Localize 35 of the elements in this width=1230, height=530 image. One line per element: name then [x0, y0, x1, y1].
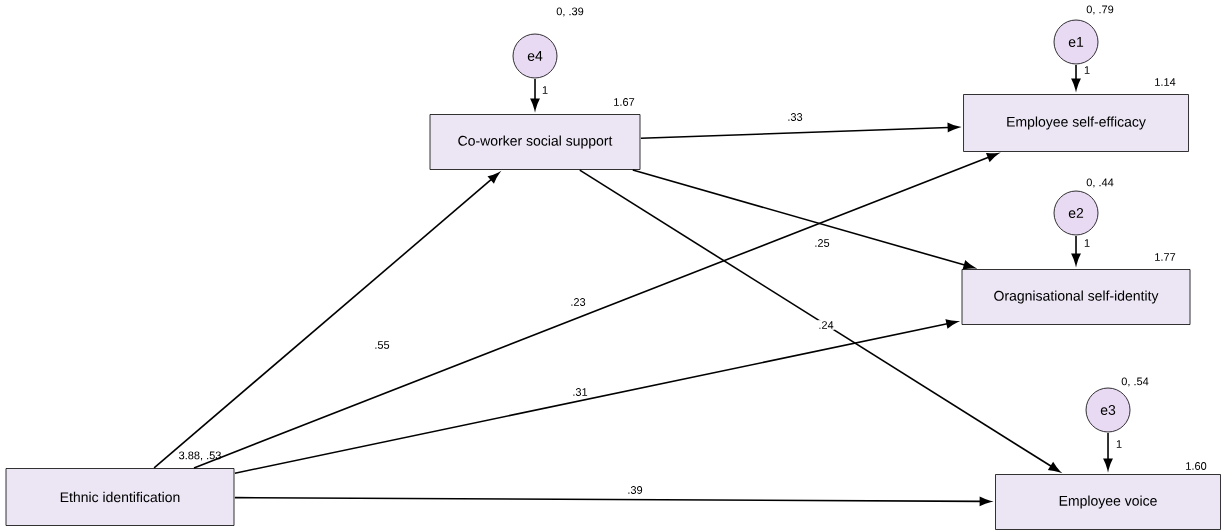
variable-box: Employee voice — [995, 474, 1221, 530]
edge-label: .25 — [813, 238, 831, 248]
edge-label: 1 — [1082, 65, 1092, 75]
edge-label: .24 — [817, 320, 835, 330]
edge-label: 1 — [1114, 439, 1124, 449]
arrow — [1103, 432, 1113, 470]
arrow — [530, 78, 540, 110]
edge-label: .23 — [569, 297, 587, 307]
edge-label: 1 — [1082, 238, 1092, 248]
edge-label: .33 — [786, 112, 804, 122]
edge-label: .39 — [626, 485, 644, 495]
value-label: 0, .54 — [1120, 376, 1150, 388]
arrow — [1071, 235, 1081, 265]
arrow — [193, 152, 999, 469]
value-label: 1.14 — [1153, 77, 1177, 87]
value-label: 0, .39 — [555, 6, 585, 18]
arrow — [640, 123, 959, 140]
arrow — [632, 169, 975, 270]
variable-box: Employee self-efficacy — [963, 94, 1189, 152]
edge-label: .31 — [571, 387, 589, 397]
arrow — [234, 496, 991, 506]
value-label: 1.77 — [1153, 252, 1177, 262]
arrow — [234, 319, 958, 474]
arrow — [1071, 64, 1081, 90]
variable-box: Co-worker social support — [429, 114, 641, 170]
value-label: 1.67 — [612, 97, 636, 107]
edge-label: 1 — [540, 85, 550, 95]
value-label: 0, .44 — [1085, 177, 1115, 189]
variable-box: Ethnic identification — [5, 468, 235, 526]
variable-box: Oragnisational self-identity — [961, 269, 1191, 325]
value-label: 0, .79 — [1085, 4, 1115, 16]
arrow — [153, 172, 500, 469]
arrow — [578, 169, 1061, 473]
edge-label: .55 — [373, 340, 391, 350]
value-label: 1.60 — [1184, 461, 1208, 471]
